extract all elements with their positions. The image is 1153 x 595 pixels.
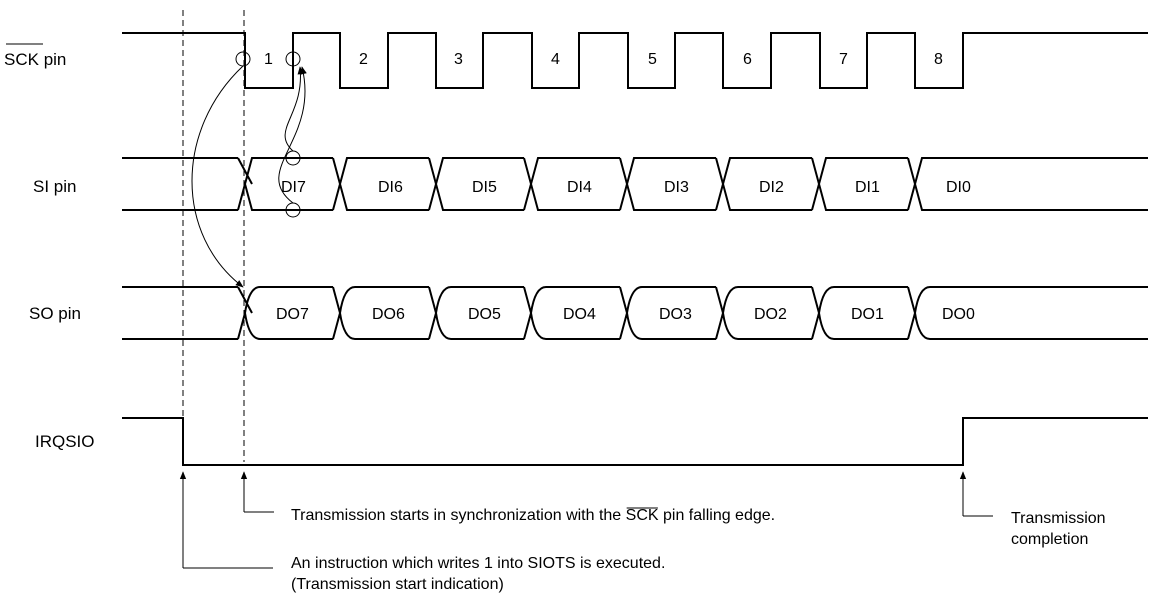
- so-bit-label: DO4: [563, 306, 596, 323]
- completion-annotation-line1: Transmission: [1011, 510, 1106, 527]
- sck-pulse-number: 2: [359, 51, 368, 68]
- completion-annotation-line2: completion: [1011, 531, 1088, 548]
- sck-pulse-numbers: 1 2 3 4 5 6 7 8: [264, 51, 943, 68]
- so-bit-label: DO7: [276, 306, 309, 323]
- si-bit-label: DI0: [946, 179, 971, 196]
- si-lower-to-sck-arrow: [278, 66, 307, 204]
- sck-pulse-number: 4: [551, 51, 560, 68]
- si-bit-label: DI1: [855, 179, 880, 196]
- so-pin-label: SO pin: [29, 304, 81, 323]
- sck-pulse-number: 5: [648, 51, 657, 68]
- so-bit-label: DO3: [659, 306, 692, 323]
- si-bit-label: DI5: [472, 179, 497, 196]
- so-bit-label: DO0: [942, 306, 975, 323]
- instruction-annotation-line2: (Transmission start indication): [291, 576, 504, 593]
- so-bit-label: DO5: [468, 306, 501, 323]
- sck-pin-label: SCK pin: [4, 50, 66, 69]
- si-bit-label: DI4: [567, 179, 592, 196]
- si-bit-label: DI7: [281, 179, 306, 196]
- si-upper-to-sck-arrow: [284, 66, 304, 152]
- irqsio-waveform: [122, 417, 1148, 466]
- si-bit-label: DI3: [664, 179, 689, 196]
- sck-pulse-number: 1: [264, 51, 273, 68]
- sck-waveform: [122, 32, 1148, 89]
- si-bus-waveform: DI7 DI6 DI5 DI4 DI3 DI2 DI1 DI0: [122, 157, 1148, 211]
- sck-pulse-number: 8: [934, 51, 943, 68]
- so-bit-label: DO2: [754, 306, 787, 323]
- irqsio-label: IRQSIO: [35, 432, 95, 451]
- si-bit-label: DI6: [378, 179, 403, 196]
- so-bus-waveform: DO7 DO6 DO5 DO4 DO3 DO2 DO1 DO0: [122, 286, 1148, 340]
- sck-pin-suffix: pin: [39, 50, 66, 69]
- sck-rising-edge-circle: [285, 51, 301, 67]
- sck-pulse-number: 3: [454, 51, 463, 68]
- sck-overlined-name: SCK: [4, 50, 40, 69]
- sck-to-so-arrow: [191, 65, 244, 288]
- sync-annotation-before: Transmission starts in synchronization w…: [291, 507, 626, 524]
- si-bit-label: DI2: [759, 179, 784, 196]
- sck-falling-edge-circle: [235, 51, 251, 67]
- so-bus-outline: [122, 286, 1148, 340]
- si-bus-outline: [122, 157, 1148, 211]
- sync-annotation: Transmission starts in synchronization w…: [291, 507, 775, 524]
- so-bit-label: DO1: [851, 306, 884, 323]
- so-bit-label: DO6: [372, 306, 405, 323]
- instruction-annotation-line1: An instruction which writes 1 into SIOTS…: [291, 555, 665, 572]
- sync-annotation-after: pin falling edge.: [659, 507, 776, 524]
- si-pin-label: SI pin: [33, 177, 76, 196]
- sck-pulse-number: 7: [839, 51, 848, 68]
- sync-annotation-sck: SCK: [626, 507, 659, 524]
- sck-pulse-number: 6: [743, 51, 752, 68]
